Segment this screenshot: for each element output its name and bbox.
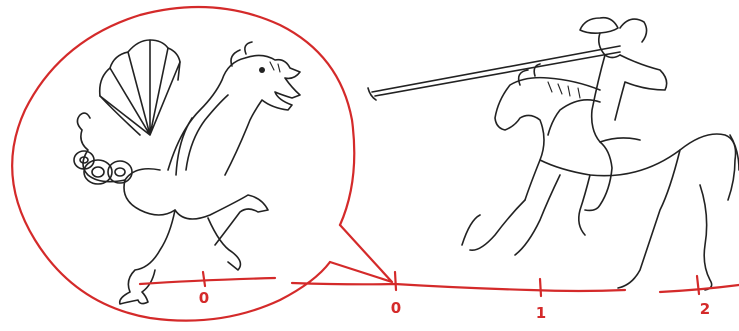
- lance: [368, 46, 620, 100]
- horse: [462, 64, 739, 290]
- scale-tick-0: [395, 272, 396, 290]
- inset-scale-tick: [203, 272, 205, 286]
- dragon-tail: [74, 113, 132, 184]
- scale-line: [292, 283, 739, 292]
- inset-scale-line: [140, 278, 275, 284]
- dragon-wing: [100, 40, 180, 135]
- scale-tick-label-0: 0: [391, 299, 401, 317]
- dragon-inset: 0: [12, 7, 392, 321]
- inset-bubble-outline: [12, 7, 354, 321]
- dragon-head: [168, 42, 300, 175]
- rider: [580, 18, 667, 211]
- inset-tick-label: 0: [199, 289, 209, 307]
- scale-tick-label-1: 1: [536, 304, 546, 322]
- knight-on-horse: [368, 18, 739, 290]
- inset-pointer: [330, 225, 392, 282]
- scale-tick-2: [697, 276, 699, 294]
- scale-tick-1: [540, 279, 541, 296]
- main-scale: 0 1 2: [292, 272, 739, 322]
- scale-tick-label-2: 2: [700, 300, 710, 318]
